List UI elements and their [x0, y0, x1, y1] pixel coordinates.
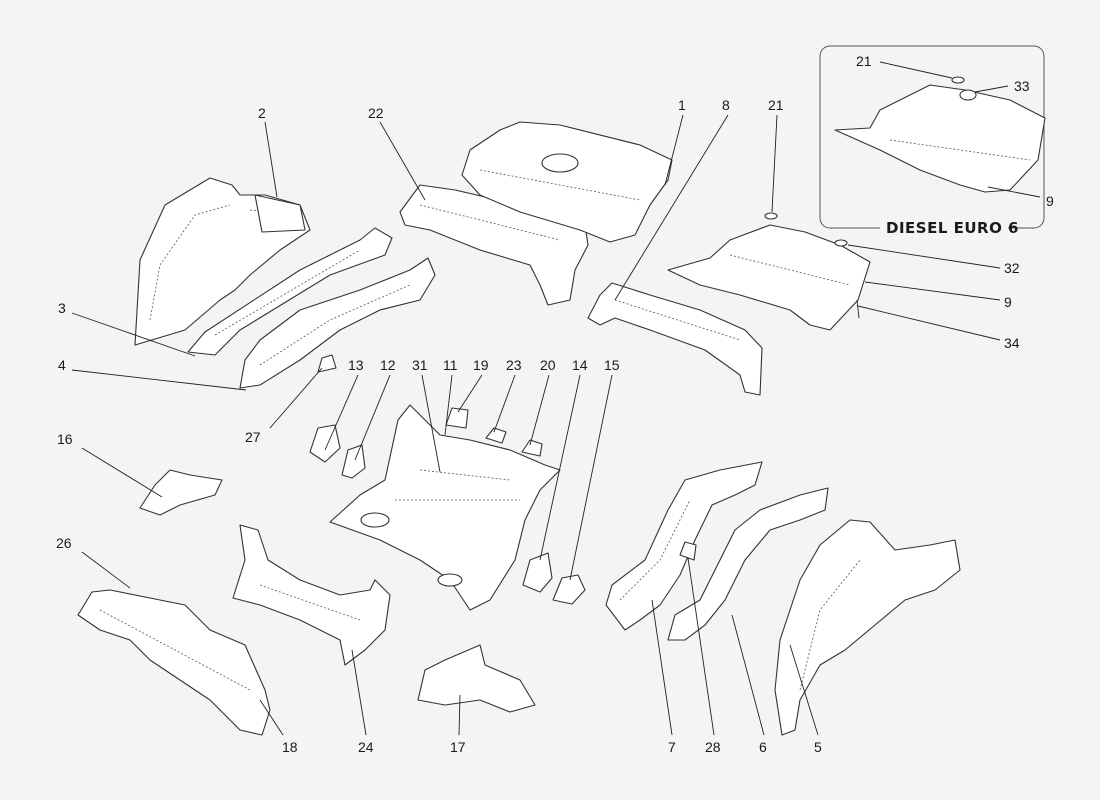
label-20: 20 — [540, 357, 556, 373]
part-6-arch — [667, 487, 829, 641]
part-15 — [552, 574, 586, 605]
part-19 — [445, 407, 469, 429]
label-9a: 9 — [1046, 193, 1054, 209]
label-8: 8 — [722, 97, 730, 113]
part-5-wheelhouse — [774, 519, 961, 736]
label-34: 34 — [1004, 335, 1020, 351]
plug-32 — [834, 239, 848, 247]
label-16: 16 — [57, 431, 73, 447]
label-21b: 21 — [768, 97, 784, 113]
label-11: 11 — [443, 357, 458, 373]
label-23: 23 — [506, 357, 522, 373]
inset-plug-21 — [951, 76, 965, 84]
label-31: 31 — [412, 357, 428, 373]
part-12 — [341, 444, 366, 479]
label-22: 22 — [368, 105, 384, 121]
part-28 — [679, 541, 697, 561]
label-32: 32 — [1004, 260, 1020, 276]
part-27 — [317, 354, 337, 373]
pin-34 — [856, 299, 860, 319]
callout-labels: 2 22 1 8 21 21 33 9 32 9 34 3 4 13 12 31… — [56, 53, 1054, 755]
label-27: 27 — [245, 429, 261, 445]
leader-lines — [71, 61, 1041, 736]
part-4-rail — [239, 257, 436, 389]
inset-floor-pan — [834, 76, 1046, 193]
label-1: 1 — [678, 97, 686, 113]
label-28: 28 — [705, 739, 721, 755]
part-20 — [521, 439, 543, 457]
label-33: 33 — [1014, 78, 1030, 94]
part-17 — [417, 644, 536, 713]
part-16 — [139, 469, 223, 516]
part-23 — [485, 427, 507, 444]
label-4: 4 — [58, 357, 66, 373]
part-13 — [309, 424, 341, 463]
label-17: 17 — [450, 739, 466, 755]
label-18: 18 — [282, 739, 298, 755]
label-6: 6 — [759, 739, 767, 755]
label-15: 15 — [604, 357, 620, 373]
label-9b: 9 — [1004, 294, 1012, 310]
label-12: 12 — [380, 357, 396, 373]
part-11-floor — [329, 404, 561, 611]
inset-title-bg — [880, 218, 1008, 238]
label-7: 7 — [668, 739, 676, 755]
plug-21 — [764, 212, 778, 220]
part-24 — [232, 524, 391, 666]
label-2: 2 — [258, 105, 266, 121]
part-14 — [522, 552, 553, 593]
inset-plug-33 — [959, 89, 977, 101]
part-8-crossmember — [587, 282, 763, 396]
label-24: 24 — [358, 739, 374, 755]
part-1-parcel-shelf — [461, 121, 673, 243]
label-21a: 21 — [856, 53, 872, 69]
label-13: 13 — [348, 357, 364, 373]
label-5: 5 — [814, 739, 822, 755]
part-18-rear-panel — [77, 589, 271, 736]
label-26: 26 — [56, 535, 72, 551]
inset-title: DIESEL EURO 6 — [886, 219, 1019, 237]
part-2-wheelhouse — [134, 177, 311, 346]
label-19: 19 — [473, 357, 489, 373]
part-9-floor-pan — [667, 212, 871, 331]
label-3: 3 — [58, 300, 66, 316]
part-3-rail — [187, 227, 393, 356]
label-14: 14 — [572, 357, 588, 373]
